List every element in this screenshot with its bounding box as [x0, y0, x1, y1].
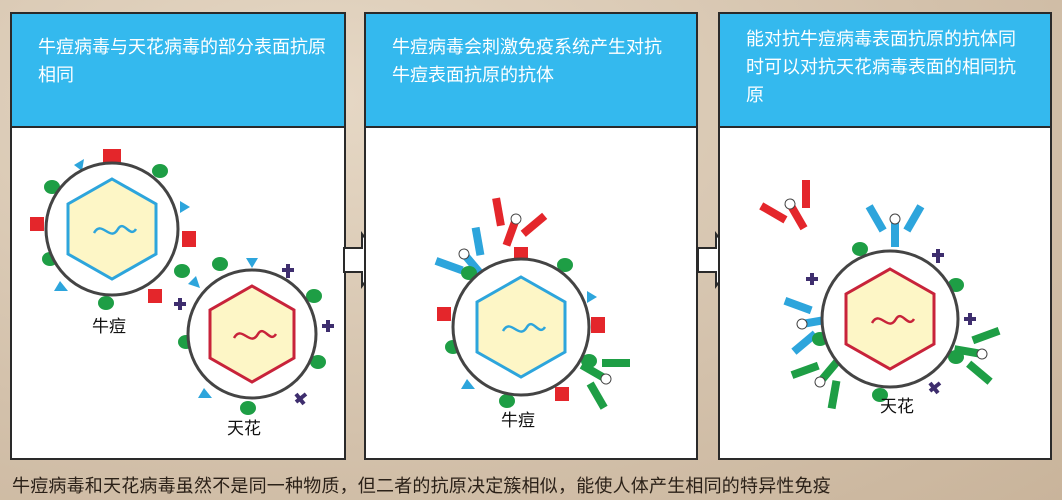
panel-3-illustration: [759, 180, 1001, 410]
green-antibody-icon: [953, 326, 1001, 385]
panel-antibody-production: 牛痘病毒会刺激免疫系统产生对抗牛痘表面抗原的抗体: [364, 12, 698, 460]
panel-1-header: 牛痘病毒与天花病毒的部分表面抗原相同: [12, 14, 344, 128]
red-antibody-icon: [492, 197, 548, 247]
smallpox-virus: [174, 257, 334, 415]
panel-2-header: 牛痘病毒会刺激免疫系统产生对抗牛痘表面抗原的抗体: [366, 14, 696, 128]
panel-1-illustration: [30, 149, 334, 415]
caption-text: 牛痘病毒和天花病毒虽然不是同一种物质，但二者的抗原决定簇相似，能使人体产生相同的…: [12, 476, 831, 497]
cowpox-label: 牛痘: [92, 317, 126, 337]
blue-antibody-icon: [865, 204, 925, 247]
blue-antibody-icon: [434, 226, 486, 279]
green-antibody-icon: [790, 357, 842, 410]
smallpox-virus: [806, 242, 976, 402]
smallpox-label: 天花: [227, 419, 261, 439]
blue-antibody-icon: [783, 296, 831, 355]
cowpox-virus: [437, 247, 605, 408]
panel-3-header: 能对抗牛痘病毒表面抗原的抗体同时可以对抗天花病毒表面的相同抗原: [720, 14, 1050, 128]
panel-antigen-similarity: 牛痘病毒与天花病毒的部分表面抗原相同: [10, 12, 346, 460]
cowpox-virus: [30, 149, 196, 310]
smallpox-label: 天花: [880, 397, 914, 417]
red-antibody-icon: [759, 180, 810, 231]
panel-cross-protection: 能对抗牛痘病毒表面抗原的抗体同时可以对抗天花病毒表面的相同抗原: [718, 12, 1052, 460]
cowpox-label: 牛痘: [501, 411, 535, 431]
panel-2-illustration: [434, 197, 630, 410]
